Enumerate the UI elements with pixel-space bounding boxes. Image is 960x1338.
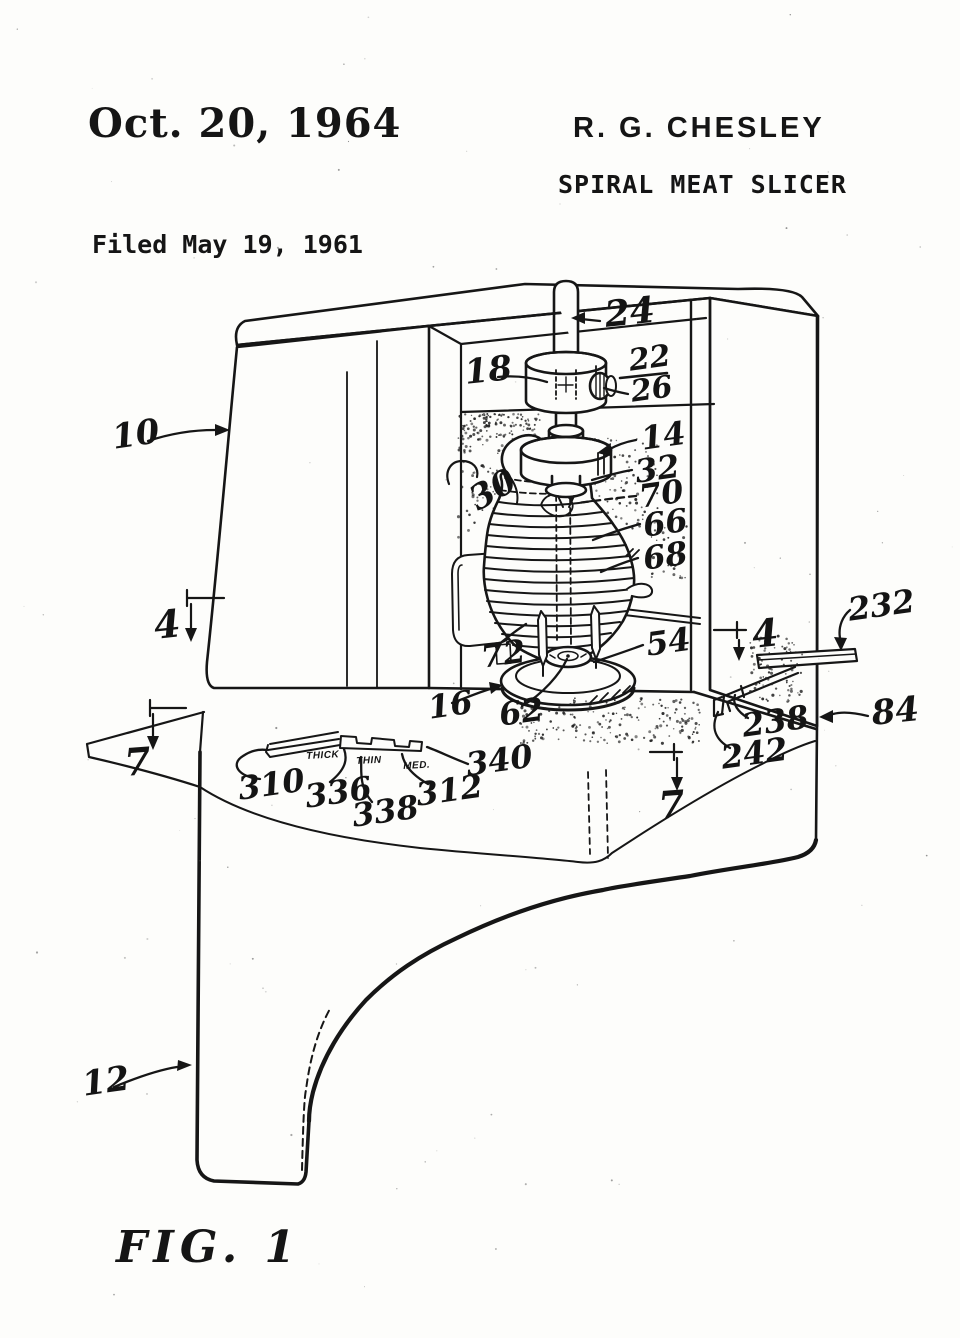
leader-lines: [112, 312, 870, 1089]
gauge-plate: [339, 735, 423, 752]
meat-spikes: [537, 605, 601, 677]
stipple-shavings: [519, 634, 804, 746]
inventor-name: R. G. CHESLEY: [573, 112, 825, 144]
tower-panel-lines: [346, 340, 378, 688]
meat-curl: [446, 459, 479, 486]
clamp-collar: [524, 350, 617, 415]
cone-holder: [519, 423, 613, 508]
paper-specks: [16, 13, 953, 1296]
section-marker-4-right: [712, 620, 748, 661]
section-marker-4-left: [185, 588, 226, 642]
figure-caption: FIG. 1: [116, 1222, 302, 1273]
machine-housing: [205, 282, 820, 728]
rim-hatch: [589, 685, 631, 704]
gauge-pointer: [265, 731, 341, 758]
pedestal: [195, 750, 819, 1186]
patent-date: Oct. 20, 1964: [88, 100, 402, 147]
section-markers: [147, 588, 748, 791]
slice-curl: [626, 582, 654, 599]
thickness-gauge: [265, 731, 423, 758]
thumb-knob: [588, 371, 617, 401]
handle-bar: [755, 647, 859, 670]
fraction-bar: [618, 371, 669, 380]
invention-title: SPIRAL MEAT SLICER: [558, 170, 847, 199]
filed-date: Filed May 19, 1961: [92, 230, 363, 259]
slicer-arm: [615, 607, 701, 625]
turntable: [499, 605, 637, 712]
handle-bracket: [712, 665, 800, 718]
drive-shaft: [552, 279, 580, 430]
section-marker-7-right: [648, 742, 684, 791]
section-marker-7-left: [147, 698, 188, 750]
base-slab: [85, 314, 819, 864]
